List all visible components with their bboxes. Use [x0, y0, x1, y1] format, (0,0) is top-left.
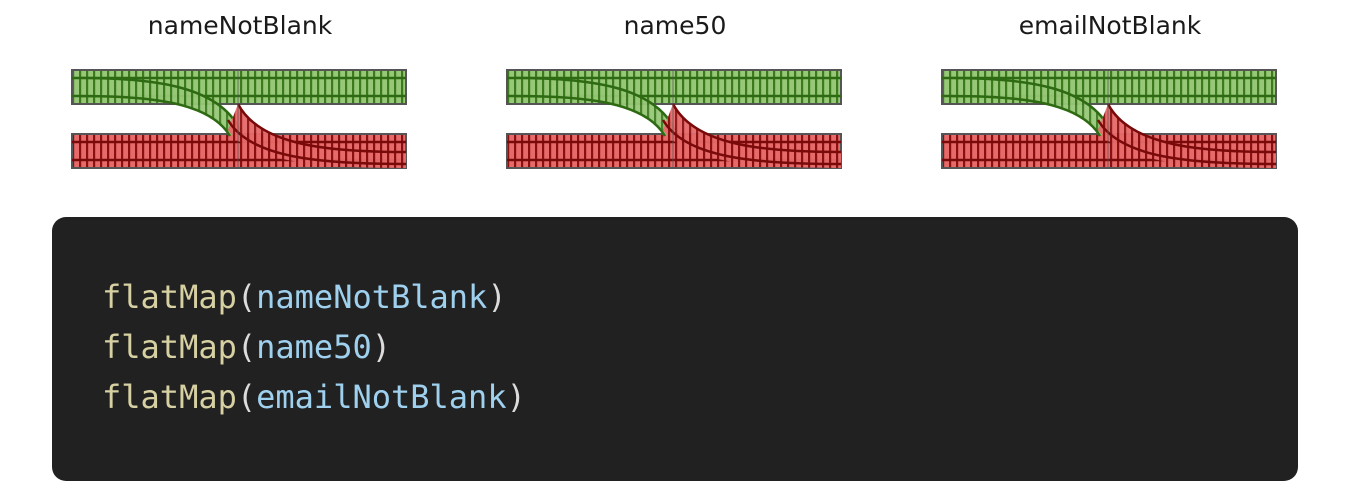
code-open-paren: (: [236, 378, 257, 416]
branch-green: [950, 78, 1110, 136]
switch-label: name50: [623, 11, 727, 40]
branch-rail: [949, 76, 1112, 131]
switch-name-50: name50: [505, 10, 845, 180]
branch-rail: [79, 76, 242, 131]
branch-green: [515, 78, 675, 136]
branch-rail: [949, 94, 1102, 137]
railway-switch-diagram: [941, 69, 1277, 169]
code-close-paren: ): [487, 278, 507, 316]
railway-switch-diagram: [506, 69, 842, 169]
code-open-paren: (: [236, 328, 257, 366]
code-close-paren: ): [371, 328, 391, 366]
code-block: flatMap(nameNotBlank) flatMap(name50) fl…: [52, 217, 1298, 481]
code-function: flatMap: [102, 278, 237, 316]
branch-rail: [1106, 103, 1277, 154]
switch-label: emailNotBlank: [1018, 11, 1202, 40]
code-line: flatMap(nameNotBlank): [102, 272, 526, 322]
code-line: flatMap(emailNotBlank): [102, 372, 526, 422]
code-line: flatMap(name50): [102, 322, 526, 372]
code-argument: nameNotBlank: [256, 278, 488, 316]
code-argument: emailNotBlank: [256, 378, 507, 416]
railway-switch-diagram: [71, 69, 407, 169]
code-lines: flatMap(nameNotBlank) flatMap(name50) fl…: [102, 272, 526, 422]
switch-name-not-blank: nameNotBlank: [70, 10, 410, 180]
switch-label: nameNotBlank: [147, 11, 333, 40]
code-open-paren: (: [236, 278, 257, 316]
code-close-paren: ): [506, 378, 526, 416]
code-function: flatMap: [102, 378, 237, 416]
branch-rail: [514, 76, 677, 131]
branch-rail: [514, 94, 667, 137]
code-function: flatMap: [102, 328, 237, 366]
branch-rail: [236, 103, 407, 154]
switch-email-not-blank: emailNotBlank: [940, 10, 1280, 180]
branch-rail: [671, 103, 842, 154]
branch-rail: [79, 94, 232, 137]
branch-green: [80, 78, 240, 136]
code-argument: name50: [256, 328, 372, 366]
